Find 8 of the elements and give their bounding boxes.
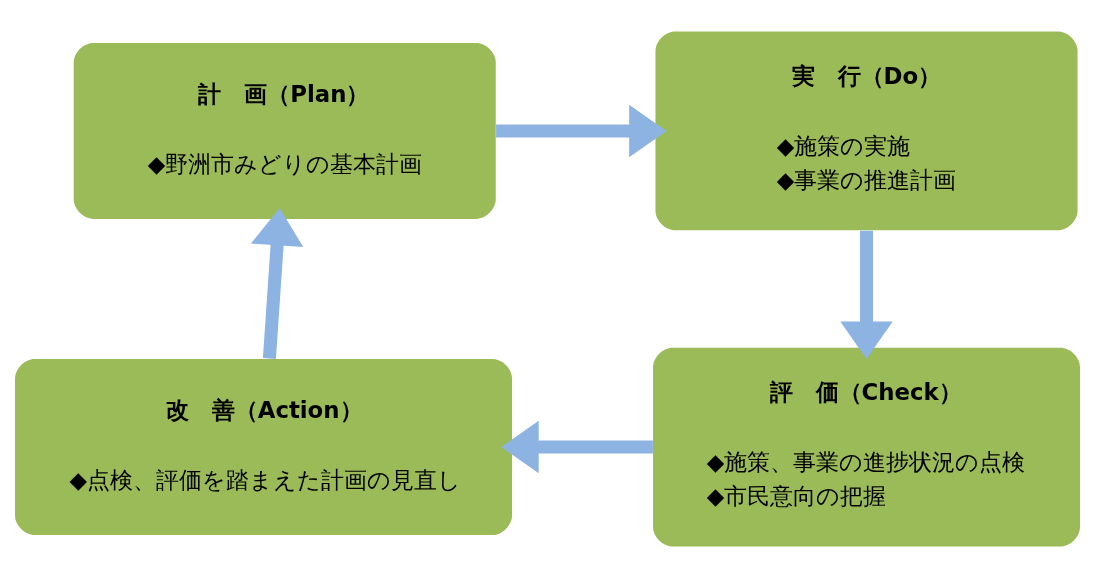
arrow (496, 104, 667, 157)
node-box: 評 価（Check） ◆施策、事業の進捗状況の点検 ◆市民意向の把握 (653, 347, 1080, 546)
node-box: 計 画（Plan） ◆野洲市みどりの基本計画 (73, 42, 496, 219)
arrow (840, 230, 893, 359)
node-box: 改 善（Action） ◆点検、評価を踏まえた計画の見直し (15, 358, 513, 535)
node-box: 実 行（Do） ◆施策の実施 ◆事業の推進計画 (655, 31, 1078, 230)
arrow (250, 207, 304, 359)
arrow (501, 420, 653, 473)
